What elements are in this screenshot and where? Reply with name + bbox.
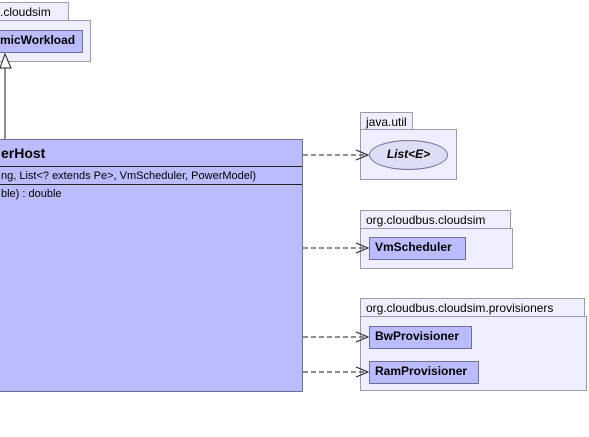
class-box-ramprovisioner[interactable]: RamProvisioner	[369, 361, 479, 384]
divider	[0, 166, 302, 167]
class-box-workload[interactable]: micWorkload	[0, 30, 83, 53]
package-label: java.util	[366, 115, 407, 129]
constructor-signature: ng, List<? extends Pe>, VmScheduler, Pow…	[1, 170, 256, 182]
class-box-main[interactable]: erHost ng, List<? extends Pe>, VmSchedul…	[0, 139, 303, 392]
package-label: org.cloudbus.cloudsim.provisioners	[366, 301, 554, 315]
class-box-bwprovisioner[interactable]: BwProvisioner	[369, 326, 472, 349]
class-box-vmscheduler[interactable]: VmScheduler	[369, 237, 466, 260]
method-signature: ble) : double	[1, 188, 62, 200]
generalization-arrowhead	[0, 52, 12, 69]
class-name: RamProvisioner	[375, 364, 468, 378]
package-label: .cloudsim	[0, 5, 51, 19]
class-title: erHost	[1, 145, 46, 161]
package-label: org.cloudbus.cloudsim	[366, 213, 486, 227]
package-tab-cloudsim-2: org.cloudbus.cloudsim	[360, 210, 511, 229]
interface-name: List<E>	[386, 147, 431, 161]
interface-list[interactable]: List<E>	[369, 140, 448, 170]
class-name: micWorkload	[0, 33, 76, 47]
class-name: BwProvisioner	[375, 329, 460, 343]
class-name: VmScheduler	[375, 240, 452, 254]
divider	[0, 184, 302, 185]
